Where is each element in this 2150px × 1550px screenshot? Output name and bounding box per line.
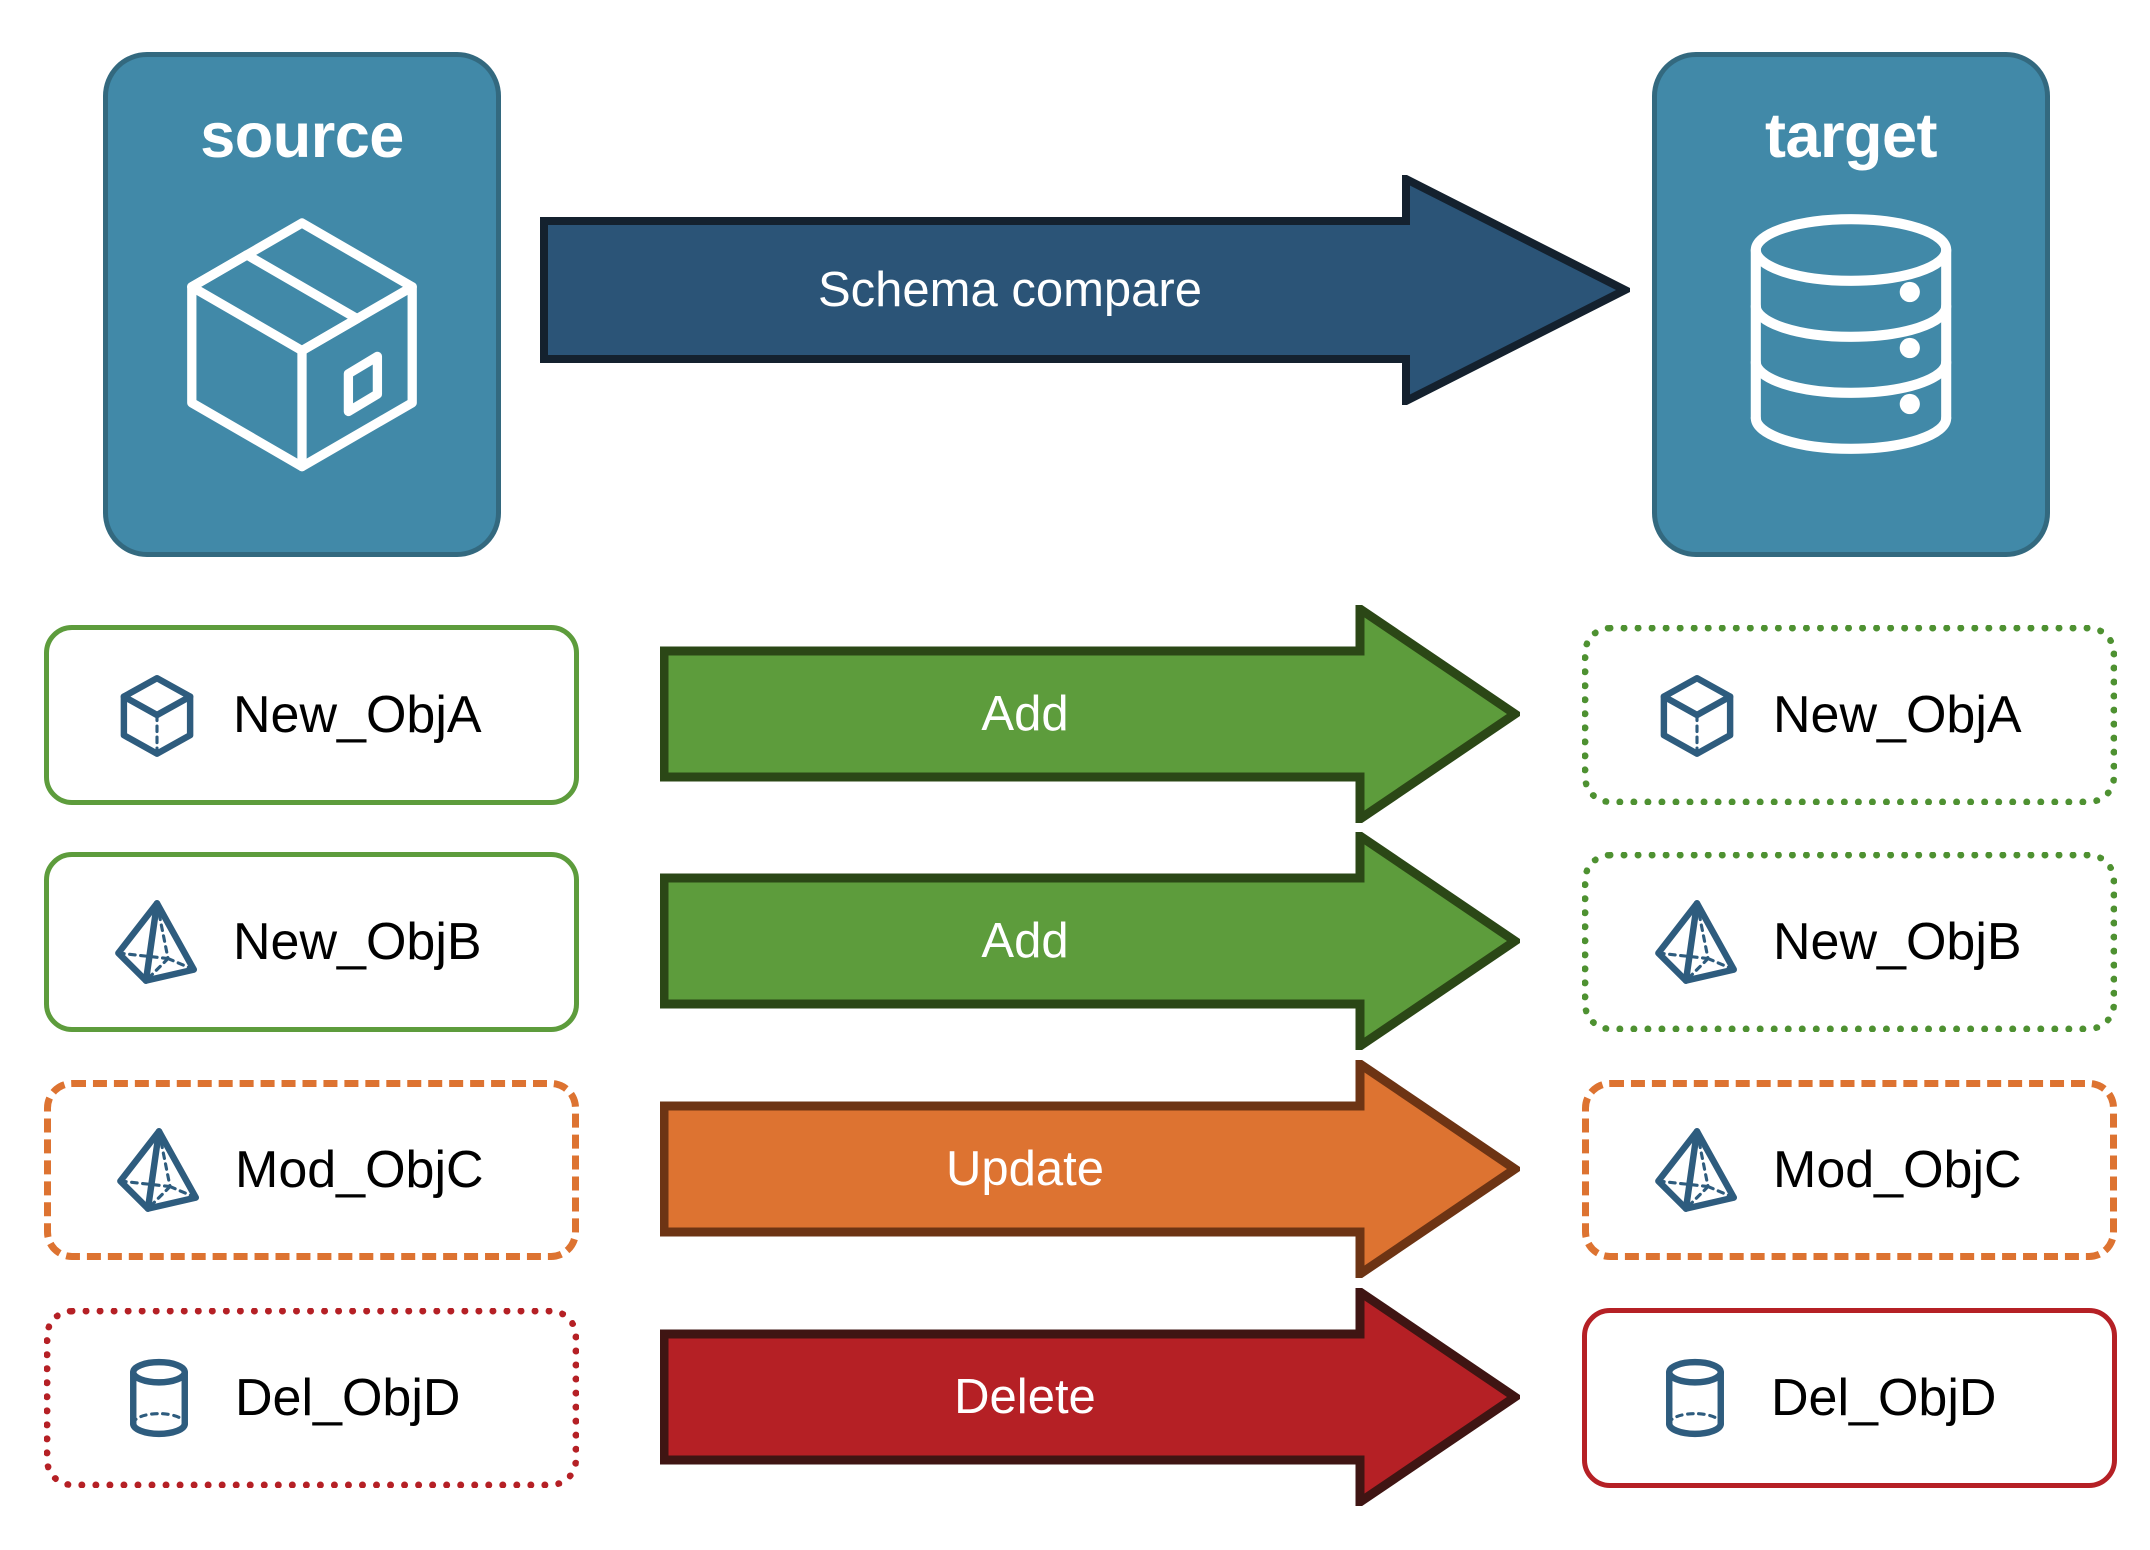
source-object-label: Del_ObjD xyxy=(235,1369,461,1427)
wireframe-pyramid-icon xyxy=(117,1128,200,1212)
wireframe-cube-icon xyxy=(1660,674,1734,757)
wireframe-cylinder-icon xyxy=(130,1358,188,1438)
object-row: Del_ObjD Delete Del_ObjD xyxy=(0,1288,2150,1506)
target-object-card[interactable]: New_ObjA xyxy=(1582,625,2117,805)
target-object-label: New_ObjB xyxy=(1773,913,2022,971)
package-box-icon xyxy=(187,218,417,472)
source-object-card[interactable]: New_ObjB xyxy=(44,852,579,1032)
target-object-label: Mod_ObjC xyxy=(1773,1141,2022,1199)
object-row: Mod_ObjC Update Mod_ObjC xyxy=(0,1060,2150,1278)
source-object-label: New_ObjA xyxy=(233,686,482,744)
source-object-label: New_ObjB xyxy=(233,913,482,971)
source-object-label: Mod_ObjC xyxy=(235,1141,484,1199)
add-action-arrow xyxy=(660,832,1520,1050)
wireframe-pyramid-icon xyxy=(1655,900,1738,984)
add-action-arrow xyxy=(660,605,1520,823)
database-cylinder-icon xyxy=(1750,214,1952,454)
update-action-arrow xyxy=(660,1060,1520,1278)
target-object-card[interactable]: New_ObjB xyxy=(1582,852,2117,1032)
wireframe-pyramid-icon xyxy=(115,900,198,984)
target-title: target xyxy=(1764,101,1938,171)
target-object-card[interactable]: Del_ObjD xyxy=(1582,1308,2117,1488)
source-object-card[interactable]: Del_ObjD xyxy=(44,1308,579,1488)
object-row: New_ObjA Add New_ObjA xyxy=(0,605,2150,823)
source-endpoint-card: source xyxy=(103,52,501,557)
target-endpoint-card: target xyxy=(1652,52,2050,557)
source-object-card[interactable]: Mod_ObjC xyxy=(44,1080,579,1260)
target-object-label: New_ObjA xyxy=(1773,686,2022,744)
source-object-card[interactable]: New_ObjA xyxy=(44,625,579,805)
object-row: New_ObjB Add New_ObjB xyxy=(0,832,2150,1050)
wireframe-cylinder-icon xyxy=(1666,1358,1724,1438)
source-title: source xyxy=(200,101,404,171)
wireframe-cube-icon xyxy=(120,674,194,757)
schema-compare-arrow-shape xyxy=(540,172,1634,408)
delete-action-arrow xyxy=(660,1288,1520,1506)
schema-compare-arrow: Schema compare xyxy=(540,172,1634,408)
target-object-card[interactable]: Mod_ObjC xyxy=(1582,1080,2117,1260)
wireframe-pyramid-icon xyxy=(1655,1128,1738,1212)
target-object-label: Del_ObjD xyxy=(1771,1369,1997,1427)
